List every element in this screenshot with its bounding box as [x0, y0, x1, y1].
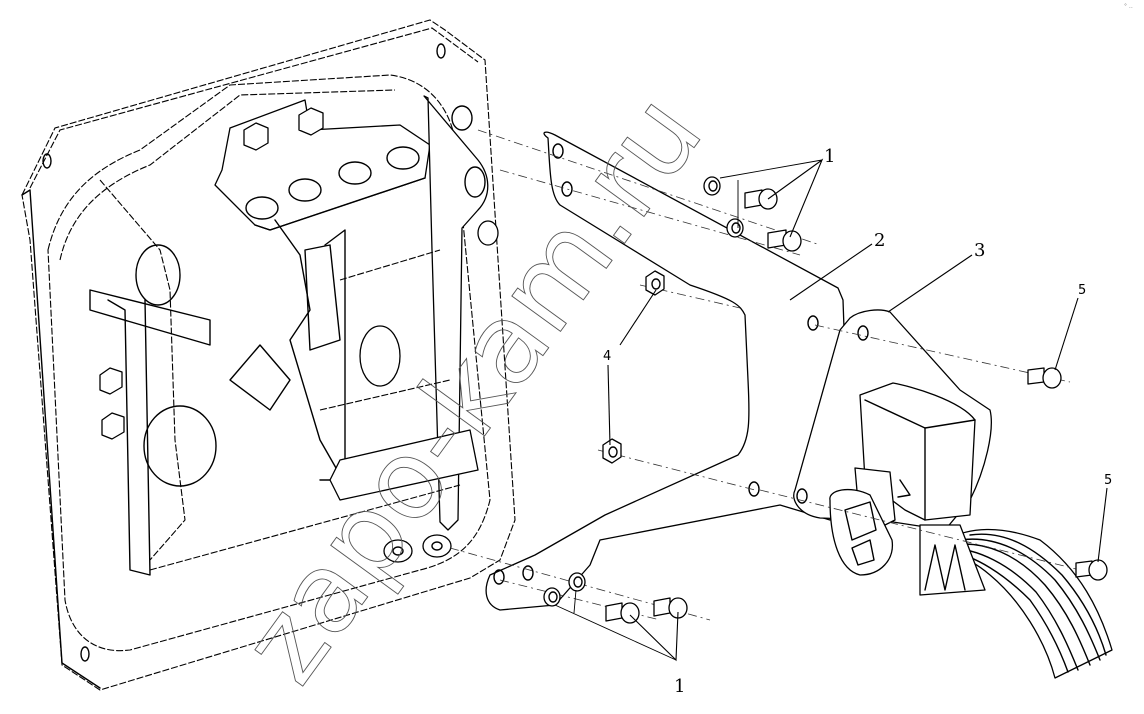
callout-2: 2 — [874, 230, 885, 251]
corner-mark: ° ‥ — [1124, 3, 1133, 10]
bolt-bottom-1 — [605, 602, 640, 624]
washer-bottom-1 — [543, 587, 561, 607]
washer-bottom-2 — [568, 572, 586, 592]
mounting-bracket-part-2 — [485, 131, 851, 611]
pedal-box-side-arm — [423, 95, 499, 531]
callout-1-bottom: 1 — [674, 676, 685, 697]
pedal-box-internals — [89, 179, 479, 576]
callout-5-top: 5 — [1078, 283, 1086, 298]
leader-lines — [554, 158, 1108, 662]
washer-top-2 — [726, 218, 744, 238]
callout-1-top: 1 — [824, 146, 835, 167]
callout-labels: 1 2 3 4 5 5 1 — [603, 146, 1112, 697]
callout-4: 4 — [603, 349, 611, 364]
bolt-top-2 — [767, 229, 802, 252]
accelerator-pedal-module-part-3 — [793, 309, 1113, 679]
nut-bottom — [602, 438, 622, 464]
washer-top-1 — [703, 176, 721, 196]
callout-5-bottom: 5 — [1104, 473, 1112, 488]
nut-top — [645, 270, 665, 296]
pedal-bracket-top — [214, 99, 431, 231]
pedal-box-plate — [21, 19, 516, 691]
bolt-right-lower — [1075, 559, 1108, 581]
bolt-bottom-2 — [653, 597, 688, 619]
bolt-top-1 — [744, 188, 778, 210]
callout-3: 3 — [974, 240, 985, 261]
bolt-right-upper — [1027, 367, 1062, 389]
